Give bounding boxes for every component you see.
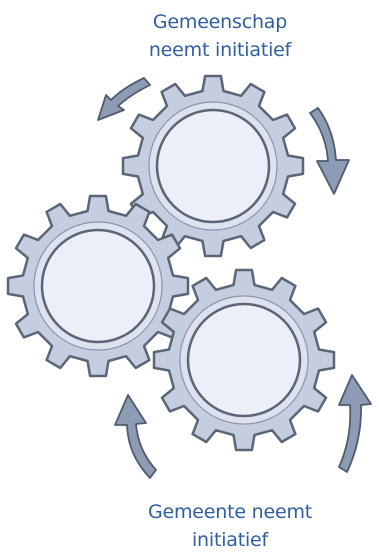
- community-initiative-label: Gemeenschap neemt initiatief: [110, 8, 330, 64]
- curved-arrow-icon: [309, 107, 350, 195]
- gear-icon: [152, 268, 336, 452]
- label-line: initiatief: [191, 529, 269, 551]
- curved-arrow-icon: [97, 77, 151, 121]
- curved-arrow-icon: [338, 374, 372, 473]
- gear-icon: [121, 74, 305, 258]
- gear-icon: [6, 194, 190, 378]
- label-line: Gemeenschap: [152, 11, 288, 33]
- curved-arrow-icon: [114, 394, 157, 479]
- municipality-initiative-label: Gemeente neemt initiatief: [120, 498, 340, 554]
- label-line: neemt initiatief: [148, 39, 292, 61]
- label-line: Gemeente neemt: [147, 501, 313, 523]
